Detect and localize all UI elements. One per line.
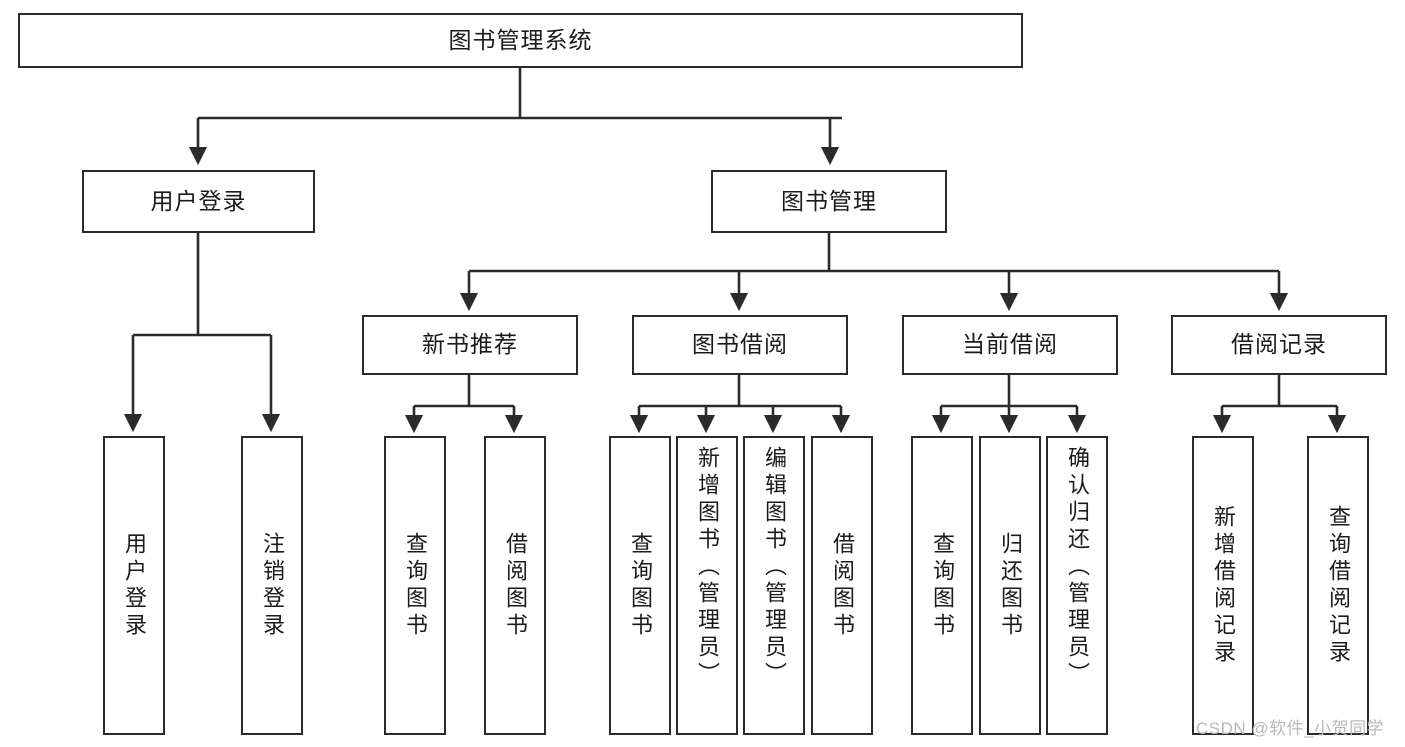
node-label: 查询借阅记录 (1326, 504, 1351, 667)
node-label: 借阅记录 (1231, 331, 1327, 358)
node-label: 查询图书 (403, 531, 428, 640)
node-user-login[interactable]: 用户登录 (82, 170, 315, 233)
node-label: 当前借阅 (962, 331, 1058, 358)
node-label: 查询图书 (930, 531, 955, 640)
node-label: 图书管理 (781, 187, 877, 214)
node-label: 编辑图书（管理员） (762, 446, 787, 689)
leaf-edit-book-admin[interactable]: 编辑图书（管理员） (743, 436, 805, 735)
leaf-borrow-book[interactable]: 借阅图书 (811, 436, 873, 735)
node-new-book-recommend[interactable]: 新书推荐 (362, 315, 578, 375)
leaf-confirm-return-admin[interactable]: 确认归还（管理员） (1046, 436, 1108, 735)
node-book-management[interactable]: 图书管理 (711, 170, 947, 233)
csdn-watermark: CSDN @软件_小贺同学 (1196, 719, 1385, 738)
leaf-query-book-current[interactable]: 查询图书 (911, 436, 973, 735)
node-label: 新增借阅记录 (1211, 504, 1236, 667)
node-label: 注销登录 (260, 531, 285, 640)
node-label: 查询图书 (628, 531, 653, 640)
node-label: 借阅图书 (830, 531, 855, 640)
leaf-user-login[interactable]: 用户登录 (103, 436, 165, 735)
leaf-add-book-admin[interactable]: 新增图书（管理员） (676, 436, 738, 735)
node-current-borrow[interactable]: 当前借阅 (902, 315, 1118, 375)
node-root-system[interactable]: 图书管理系统 (18, 13, 1023, 68)
leaf-logout[interactable]: 注销登录 (241, 436, 303, 735)
node-label: 用户登录 (122, 531, 147, 640)
node-label: 借阅图书 (503, 531, 528, 640)
node-label: 用户登录 (150, 187, 247, 214)
node-label: 归还图书 (998, 531, 1023, 640)
leaf-query-book-recommend[interactable]: 查询图书 (384, 436, 446, 735)
node-label: 新增图书（管理员） (695, 446, 720, 689)
leaf-add-borrow-record[interactable]: 新增借阅记录 (1192, 436, 1254, 735)
node-borrow-record[interactable]: 借阅记录 (1171, 315, 1387, 375)
node-label: 图书管理系统 (448, 26, 593, 53)
node-label: 确认归还（管理员） (1065, 446, 1090, 689)
node-book-borrow[interactable]: 图书借阅 (632, 315, 848, 375)
node-label: 图书借阅 (692, 331, 788, 358)
leaf-query-book-borrow[interactable]: 查询图书 (609, 436, 671, 735)
node-label: 新书推荐 (422, 331, 518, 358)
leaf-return-book[interactable]: 归还图书 (979, 436, 1041, 735)
leaf-borrow-book-recommend[interactable]: 借阅图书 (484, 436, 546, 735)
leaf-query-borrow-record[interactable]: 查询借阅记录 (1307, 436, 1369, 735)
